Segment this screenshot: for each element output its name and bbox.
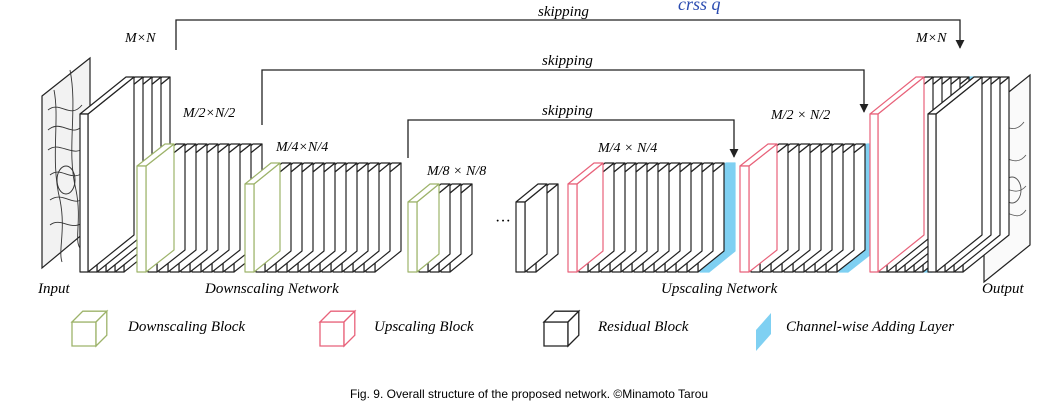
input-label: Input xyxy=(37,281,70,297)
residual-block xyxy=(79,76,135,273)
ellipsis: ··· xyxy=(495,213,511,230)
output-label: Output xyxy=(982,281,1025,297)
upscaling-network-label: Upscaling Network xyxy=(661,281,778,297)
downscaling-network-label: Downscaling Network xyxy=(204,281,339,297)
handwritten-annotation: crss q xyxy=(678,0,721,14)
stage-m8-right xyxy=(515,183,559,273)
upscaling-block xyxy=(739,143,778,273)
legend-item-upscaling: Upscaling Block xyxy=(318,309,474,348)
stage-mn-out xyxy=(927,76,1010,273)
adding-layer-swatch-icon xyxy=(756,313,771,351)
upscaling-block xyxy=(567,162,604,273)
dim-label-m8: M/8 × N/8 xyxy=(426,164,486,179)
figure-caption: Fig. 9. Overall structure of the propose… xyxy=(350,387,708,401)
stage-m2-right xyxy=(739,143,877,273)
stage-m4-right xyxy=(567,162,736,273)
residual-cube-icon xyxy=(542,309,581,348)
legend-label-residual: Residual Block xyxy=(597,319,689,335)
skip-label-low: skipping xyxy=(542,103,593,119)
legend-item-residual: Residual Block xyxy=(542,309,689,348)
dim-label-m2-right: M/2 × N/2 xyxy=(770,108,830,123)
stage-m8 xyxy=(407,183,473,273)
dim-label-mn-right: M×N xyxy=(915,31,947,46)
legend: Downscaling Block Upscaling Block Residu… xyxy=(70,309,954,351)
downscaling-block xyxy=(407,183,440,273)
stage-m4-left xyxy=(244,162,402,273)
legend-item-adding-layer: Channel-wise Adding Layer xyxy=(756,313,954,351)
skip-label-top: skipping xyxy=(538,4,589,20)
dim-label-m4-right: M/4 × N/4 xyxy=(597,141,657,156)
stage-m2-left xyxy=(136,143,263,273)
feature-blocks xyxy=(79,76,1010,273)
upscaling-cube-icon xyxy=(318,309,357,348)
dim-label-mn-left: M×N xyxy=(124,31,156,46)
skip-line-mid xyxy=(261,69,869,125)
legend-label-upscaling: Upscaling Block xyxy=(374,319,474,335)
skip-line-top xyxy=(175,19,965,50)
downscaling-block xyxy=(244,162,281,273)
downscaling-block xyxy=(136,143,175,273)
residual-block xyxy=(927,76,983,273)
legend-item-downscaling: Downscaling Block xyxy=(70,309,245,348)
downscaling-cube-icon xyxy=(70,309,109,348)
skip-label-mid: skipping xyxy=(542,53,593,69)
dim-label-m2-left: M/2×N/2 xyxy=(182,106,235,121)
dim-label-m4-left: M/4×N/4 xyxy=(275,140,328,155)
skip-line-low xyxy=(407,119,739,158)
residual-block xyxy=(515,183,548,273)
legend-label-adding-layer: Channel-wise Adding Layer xyxy=(786,319,954,335)
skip-connections xyxy=(175,19,965,158)
legend-label-downscaling: Downscaling Block xyxy=(127,319,245,335)
upscaling-block xyxy=(869,76,925,273)
